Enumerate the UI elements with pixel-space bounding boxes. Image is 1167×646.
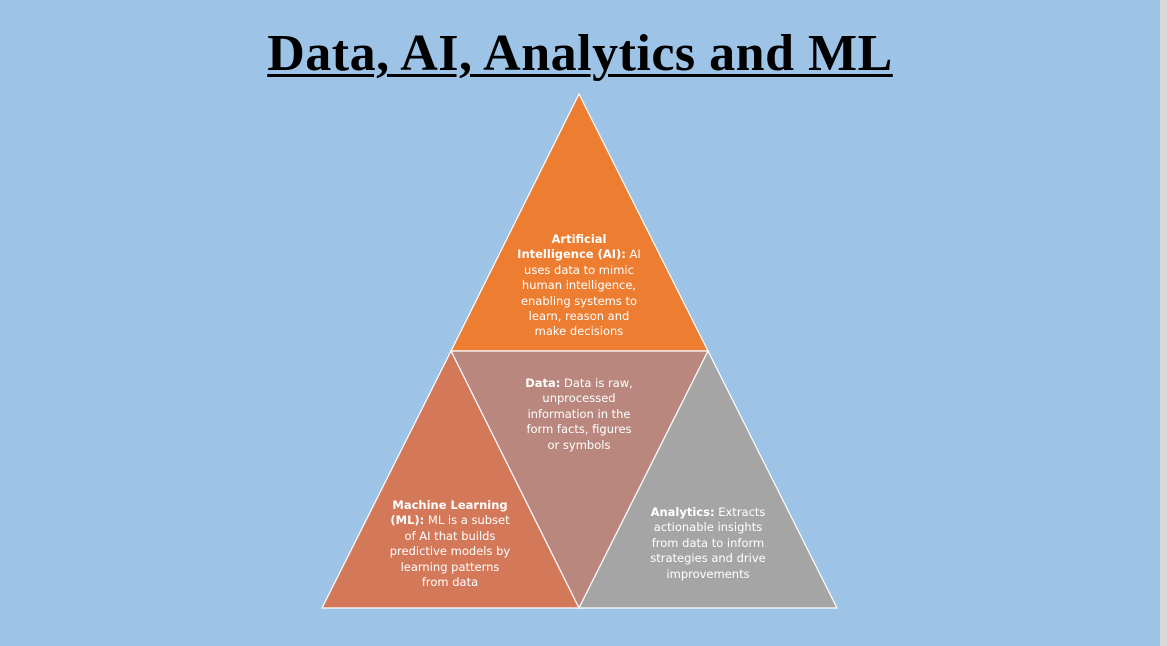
right-edge-strip: [1160, 0, 1167, 646]
data-label-heading: Data:: [525, 376, 561, 390]
analytics-label-heading: Analytics:: [650, 505, 715, 519]
analytics-triangle: [578, 349, 838, 609]
analytics-label-body: Extracts actionable insights from data t…: [650, 505, 766, 581]
data-label: Data: Data is raw, unprocessed informati…: [519, 376, 639, 453]
ai-label-heading: Artificial Intelligence (AI):: [517, 232, 626, 262]
ai-label: Artificial Intelligence (AI): AI uses da…: [514, 232, 644, 340]
ml-label-heading: Machine Learning (ML):: [390, 498, 508, 528]
data-label-body: Data is raw, unprocessed information in …: [526, 376, 633, 452]
ml-label-body: ML is a subset of AI that builds predict…: [389, 513, 511, 590]
ml-triangle: [321, 349, 580, 609]
ml-label: Machine Learning (ML): ML is a subset of…: [389, 498, 511, 590]
page-title: Data, AI, Analytics and ML: [267, 25, 893, 82]
ai-label-body: AI uses data to mimic human intelligence…: [520, 247, 641, 339]
analytics-label: Analytics: Extracts actionable insights …: [643, 505, 773, 582]
